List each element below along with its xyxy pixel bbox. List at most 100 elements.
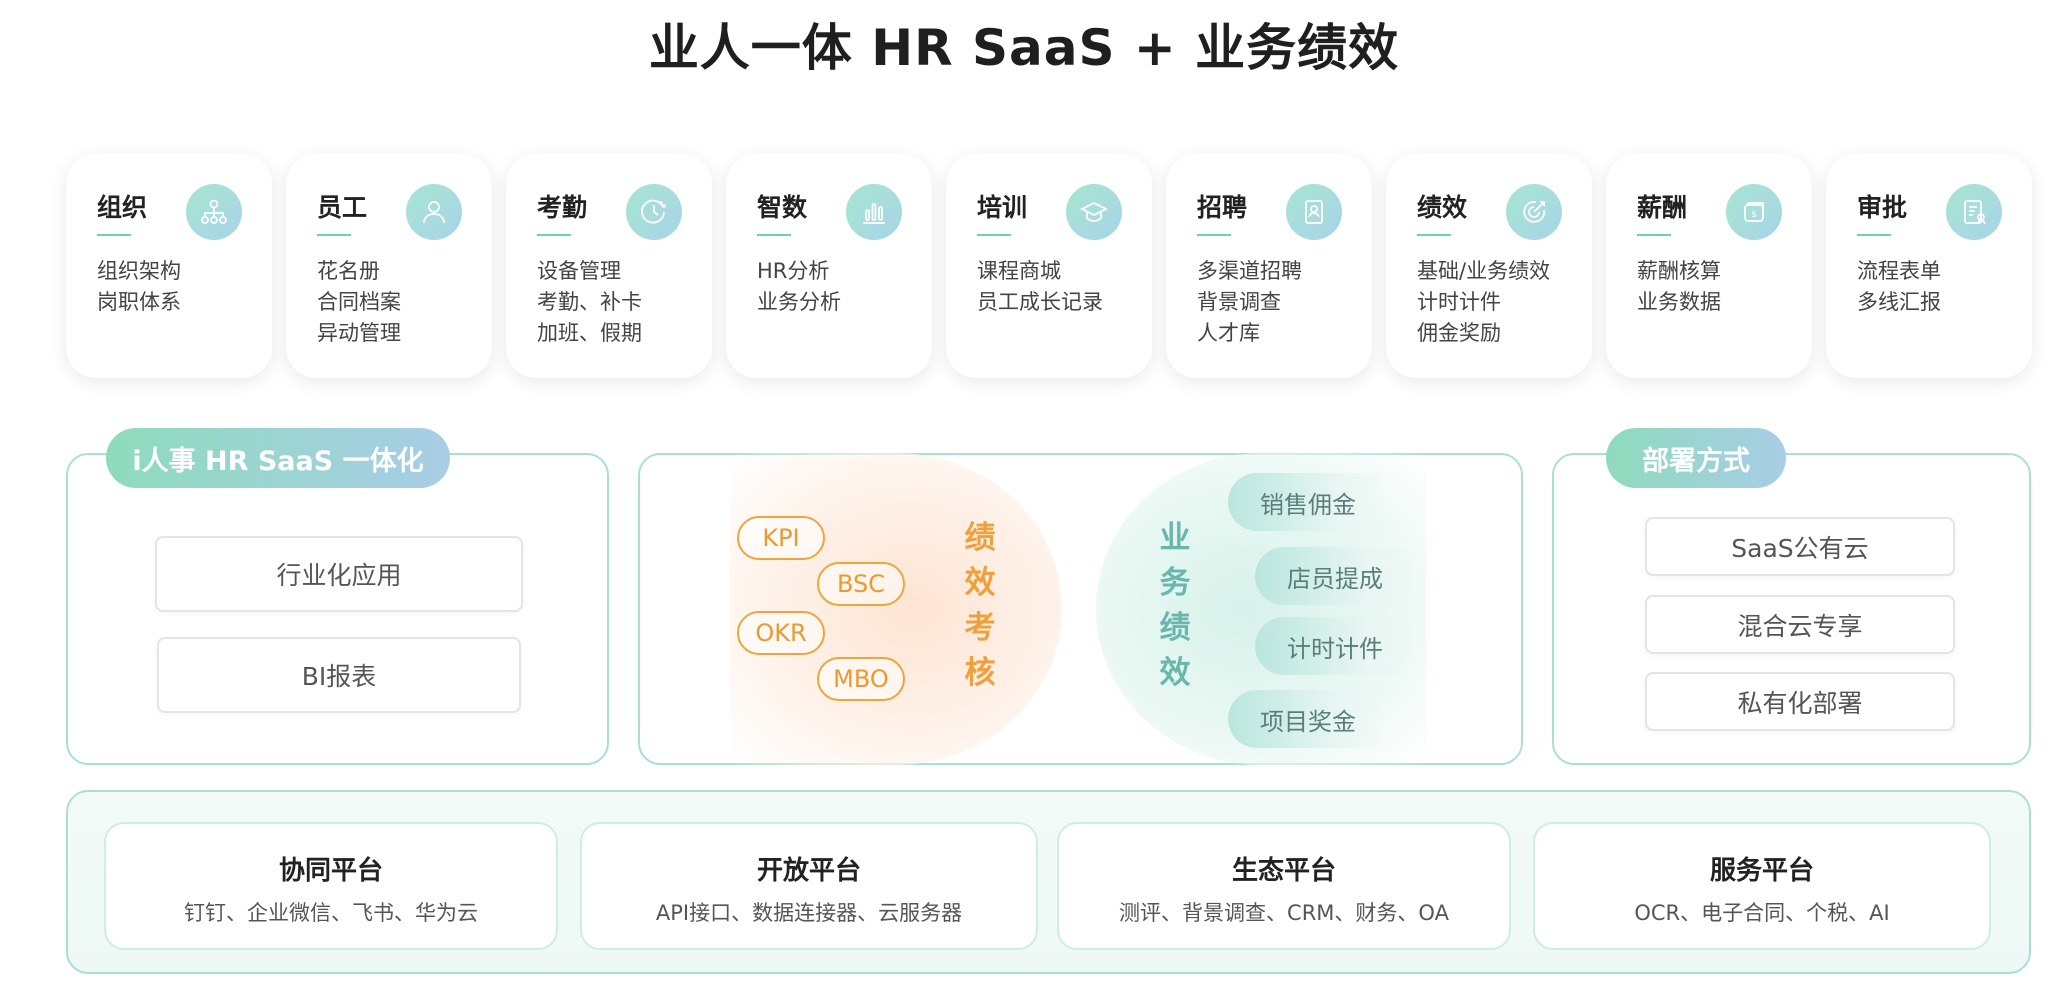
module-name: 员工 bbox=[317, 193, 368, 222]
eco-platform-card[interactable]: 生态平台 测评、背景调查、CRM、财务、OA bbox=[1057, 822, 1511, 950]
module-card-performance[interactable]: 绩效 基础/业务绩效 计时计件 佣金奖励 bbox=[1386, 154, 1592, 378]
graduation-cap-icon bbox=[1066, 184, 1122, 240]
org-chart-icon bbox=[186, 184, 242, 240]
module-item: 员工成长记录 bbox=[977, 290, 1103, 314]
module-underline bbox=[1197, 234, 1231, 236]
module-card-payroll[interactable]: 薪酬 $ 薪酬核算 业务数据 bbox=[1606, 154, 1812, 378]
module-item: 基础/业务绩效 bbox=[1417, 259, 1551, 283]
module-item: 岗职体系 bbox=[97, 290, 181, 314]
module-card-approval[interactable]: 审批 流程表单 多线汇报 bbox=[1826, 154, 2032, 378]
module-underline bbox=[97, 234, 131, 236]
hybrid-cloud-box[interactable]: 混合云专享 bbox=[1645, 595, 1955, 654]
module-item: 佣金奖励 bbox=[1417, 321, 1501, 345]
label-char: 务 bbox=[1159, 565, 1191, 601]
module-underline bbox=[977, 234, 1011, 236]
platform-name: 开放平台 bbox=[756, 856, 861, 886]
money-card-icon: $ bbox=[1726, 184, 1782, 240]
performance-assessment-glow bbox=[730, 453, 1062, 765]
module-card-employee[interactable]: 员工 花名册 合同档案 异动管理 bbox=[286, 154, 492, 378]
module-item: 合同档案 bbox=[317, 290, 401, 314]
module-item: 多线汇报 bbox=[1857, 290, 1941, 314]
module-name: 审批 bbox=[1857, 193, 1908, 222]
label-char: 考 bbox=[964, 610, 996, 646]
module-name: 培训 bbox=[977, 193, 1028, 222]
module-underline bbox=[1857, 234, 1891, 236]
module-card-attendance[interactable]: 考勤 设备管理 考勤、补卡 加班、假期 bbox=[506, 154, 712, 378]
module-item: 背景调查 bbox=[1197, 290, 1281, 314]
label-char: 绩 bbox=[1159, 610, 1191, 646]
module-name: 组织 bbox=[97, 193, 148, 222]
deployment-title-pill: 部署方式 bbox=[1606, 428, 1786, 488]
module-item: 异动管理 bbox=[317, 321, 401, 345]
clerk-commission-tag: 店员提成 bbox=[1255, 547, 1415, 605]
module-item: HR分析 bbox=[757, 259, 830, 283]
module-item: 课程商城 bbox=[977, 259, 1061, 283]
sales-commission-tag: 销售佣金 bbox=[1228, 473, 1388, 531]
performance-assessment-label: 绩 效 考 核 bbox=[960, 516, 1000, 696]
module-name: 绩效 bbox=[1417, 193, 1468, 222]
module-item: 计时计件 bbox=[1417, 290, 1501, 314]
label-char: 效 bbox=[964, 565, 996, 601]
approval-doc-icon bbox=[1946, 184, 2002, 240]
module-item: 流程表单 bbox=[1857, 259, 1941, 283]
page-title: 业人一体 HR SaaS + 业务绩效 bbox=[648, 19, 1400, 77]
platform-desc: OCR、电子合同、个税、AI bbox=[1634, 901, 1890, 925]
module-item: 多渠道招聘 bbox=[1197, 259, 1302, 283]
module-underline bbox=[757, 234, 791, 236]
platform-name: 协同平台 bbox=[278, 856, 383, 886]
clock-icon bbox=[626, 184, 682, 240]
saas-public-cloud-box[interactable]: SaaS公有云 bbox=[1645, 517, 1955, 576]
module-item: 业务数据 bbox=[1637, 290, 1721, 314]
business-performance-label: 业 务 绩 效 bbox=[1155, 516, 1195, 696]
module-cards-row: 组织 组织架构 岗职体系 员工 花名册 合同档案 异动管理 考勤 设备管理 考勤… bbox=[66, 154, 2046, 378]
label-char: 业 bbox=[1159, 520, 1191, 556]
private-deploy-box[interactable]: 私有化部署 bbox=[1645, 672, 1955, 731]
piece-rate-tag: 计时计件 bbox=[1255, 617, 1415, 675]
module-card-analytics[interactable]: 智数 HR分析 业务分析 bbox=[726, 154, 932, 378]
module-underline bbox=[1417, 234, 1451, 236]
bsc-tag: BSC bbox=[817, 562, 905, 606]
module-underline bbox=[1637, 234, 1671, 236]
module-item: 薪酬核算 bbox=[1637, 259, 1721, 283]
project-bonus-tag: 项目奖金 bbox=[1228, 690, 1388, 748]
label-char: 核 bbox=[964, 655, 996, 691]
platform-name: 生态平台 bbox=[1231, 856, 1336, 886]
okr-tag: OKR bbox=[737, 611, 825, 655]
mbo-tag: MBO bbox=[817, 657, 905, 701]
bi-report-box[interactable]: BI报表 bbox=[157, 637, 521, 713]
module-card-training[interactable]: 培训 课程商城 员工成长记录 bbox=[946, 154, 1152, 378]
platform-name: 服务平台 bbox=[1709, 856, 1814, 886]
platform-desc: 测评、背景调查、CRM、财务、OA bbox=[1119, 901, 1449, 925]
platform-desc: API接口、数据连接器、云服务器 bbox=[655, 901, 963, 925]
platforms-section: 协同平台 钉钉、企业微信、飞书、华为云 开放平台 API接口、数据连接器、云服务… bbox=[66, 790, 2031, 974]
platform-desc: 钉钉、企业微信、飞书、华为云 bbox=[184, 901, 478, 925]
module-item: 考勤、补卡 bbox=[537, 290, 642, 314]
hr-saas-title-pill: i人事 HR SaaS 一体化 bbox=[106, 428, 450, 488]
open-platform-card[interactable]: 开放平台 API接口、数据连接器、云服务器 bbox=[580, 822, 1038, 950]
label-char: 效 bbox=[1159, 655, 1191, 691]
target-arrow-icon bbox=[1506, 184, 1562, 240]
module-underline bbox=[537, 234, 571, 236]
module-card-org[interactable]: 组织 组织架构 岗职体系 bbox=[66, 154, 272, 378]
module-underline bbox=[317, 234, 351, 236]
collab-platform-card[interactable]: 协同平台 钉钉、企业微信、飞书、华为云 bbox=[104, 822, 558, 950]
module-name: 招聘 bbox=[1197, 193, 1248, 222]
module-item: 组织架构 bbox=[97, 259, 181, 283]
module-item: 加班、假期 bbox=[537, 321, 642, 345]
module-item: 设备管理 bbox=[537, 259, 621, 283]
person-icon bbox=[406, 184, 462, 240]
industry-app-box[interactable]: 行业化应用 bbox=[155, 536, 523, 612]
kpi-tag: KPI bbox=[737, 516, 825, 560]
id-badge-icon bbox=[1286, 184, 1342, 240]
service-platform-card[interactable]: 服务平台 OCR、电子合同、个税、AI bbox=[1533, 822, 1991, 950]
module-item: 人才库 bbox=[1197, 321, 1260, 345]
module-card-recruit[interactable]: 招聘 多渠道招聘 背景调查 人才库 bbox=[1166, 154, 1372, 378]
module-item: 花名册 bbox=[317, 259, 380, 283]
module-name: 薪酬 bbox=[1637, 193, 1688, 222]
label-char: 绩 bbox=[964, 520, 996, 556]
module-name: 智数 bbox=[757, 193, 808, 222]
svg-text:$: $ bbox=[1751, 210, 1757, 220]
module-item: 业务分析 bbox=[757, 290, 841, 314]
bar-chart-icon bbox=[846, 184, 902, 240]
module-name: 考勤 bbox=[537, 193, 588, 222]
